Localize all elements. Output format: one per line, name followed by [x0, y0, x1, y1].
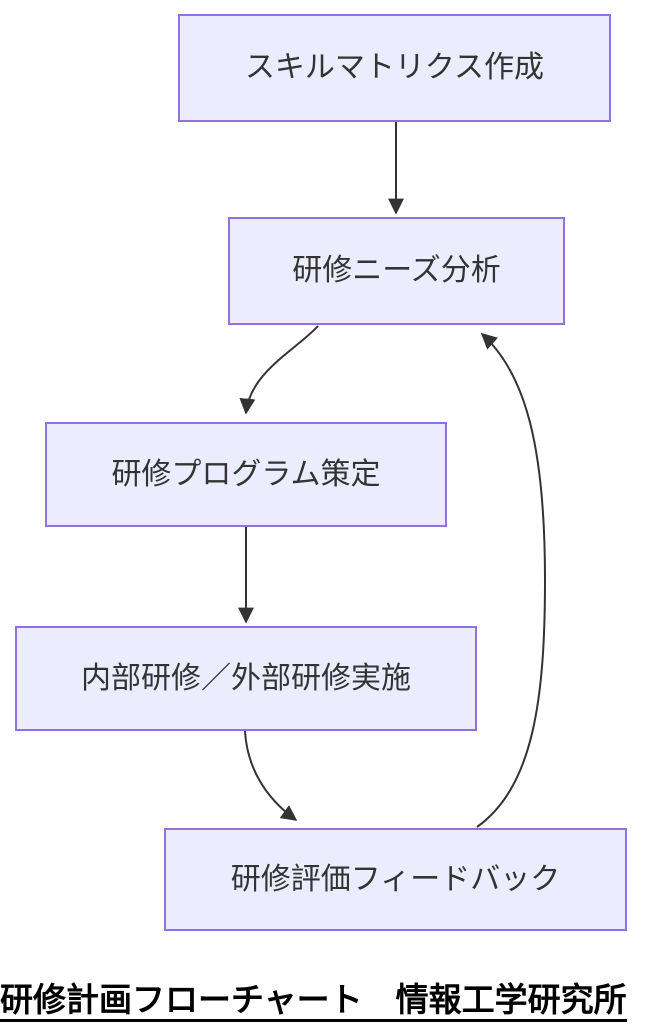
- node-program-planning: 研修プログラム策定: [45, 422, 447, 527]
- edge-evaluation-feedback-to-needs-analysis: [476, 332, 547, 828]
- node-evaluation-feedback-label: 研修評価フィードバック: [230, 862, 561, 896]
- node-training-implementation: 内部研修／外部研修実施: [15, 626, 477, 731]
- diagram-title: 研修計画フローチャート 情報工学研究所: [0, 981, 627, 1023]
- node-skill-matrix-label: スキルマトリクス作成: [244, 51, 545, 84]
- node-skill-matrix: スキルマトリクス作成: [178, 14, 611, 122]
- node-evaluation-feedback: 研修評価フィードバック: [164, 828, 627, 931]
- node-needs-analysis-label: 研修ニーズ分析: [292, 254, 501, 287]
- node-training-implementation-label: 内部研修／外部研修実施: [81, 661, 411, 695]
- node-program-planning-label: 研修プログラム策定: [111, 457, 381, 491]
- edge-training-implementation-to-evaluation-feedback: [244, 730, 298, 821]
- node-needs-analysis: 研修ニーズ分析: [228, 217, 565, 325]
- edge-needs-analysis-to-program-planning: [239, 325, 319, 415]
